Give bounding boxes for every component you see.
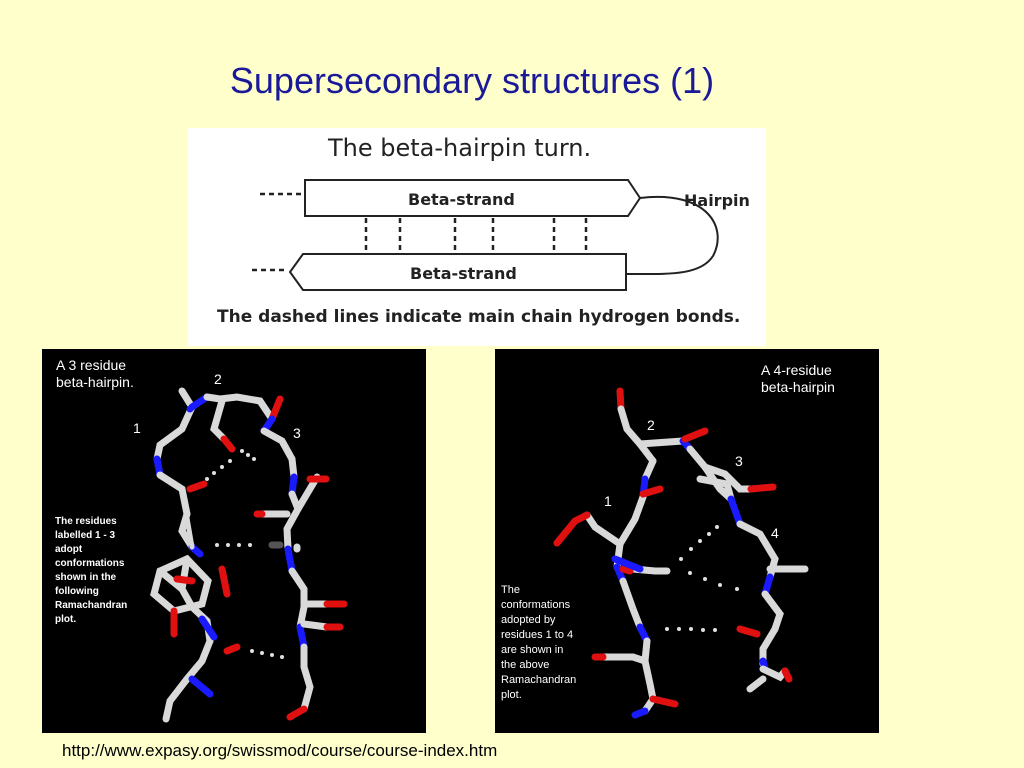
strand-bottom-label: Beta-strand: [410, 264, 517, 283]
left-molecule-panel: A 3 residue beta-hairpin. 1 2 3 The resi…: [42, 349, 426, 733]
source-url[interactable]: http://www.expasy.org/swissmod/course/co…: [62, 741, 498, 760]
hairpin-loop: [625, 195, 719, 276]
hairpin-label: Hairpin: [684, 191, 750, 210]
diagram-title: The beta-hairpin turn.: [327, 134, 591, 162]
strand-top-arrow: [304, 179, 642, 217]
right-residue-4: 4: [771, 525, 779, 541]
left-residue-1: 1: [133, 420, 141, 436]
strand-top-label: Beta-strand: [408, 190, 515, 209]
left-residue-2: 2: [214, 371, 222, 387]
left-panel-note: The residues labelled 1 - 3 adopt confor…: [55, 516, 128, 625]
hydrogen-bond-lines: [364, 218, 588, 253]
slide-title: Supersecondary structures (1): [229, 60, 715, 101]
right-panel-note: The conformations adopted by residues 1 …: [501, 584, 577, 701]
right-residue-1: 1: [604, 493, 612, 509]
left-panel-title: A 3 residue beta-hairpin.: [56, 357, 134, 390]
hairpin-diagram: The beta-hairpin turn. Beta-strand Beta-…: [188, 128, 766, 346]
diagram-caption: The dashed lines indicate main chain hyd…: [217, 307, 740, 327]
strand-bottom-arrow: [288, 253, 627, 291]
left-residue-3: 3: [293, 425, 301, 441]
right-panel-title: A 4-residue beta-hairpin: [761, 362, 835, 395]
right-residue-3: 3: [735, 453, 743, 469]
right-residue-2: 2: [647, 417, 655, 433]
right-molecule-panel: A 4-residue beta-hairpin 1 2 3 4 The con…: [495, 349, 879, 733]
